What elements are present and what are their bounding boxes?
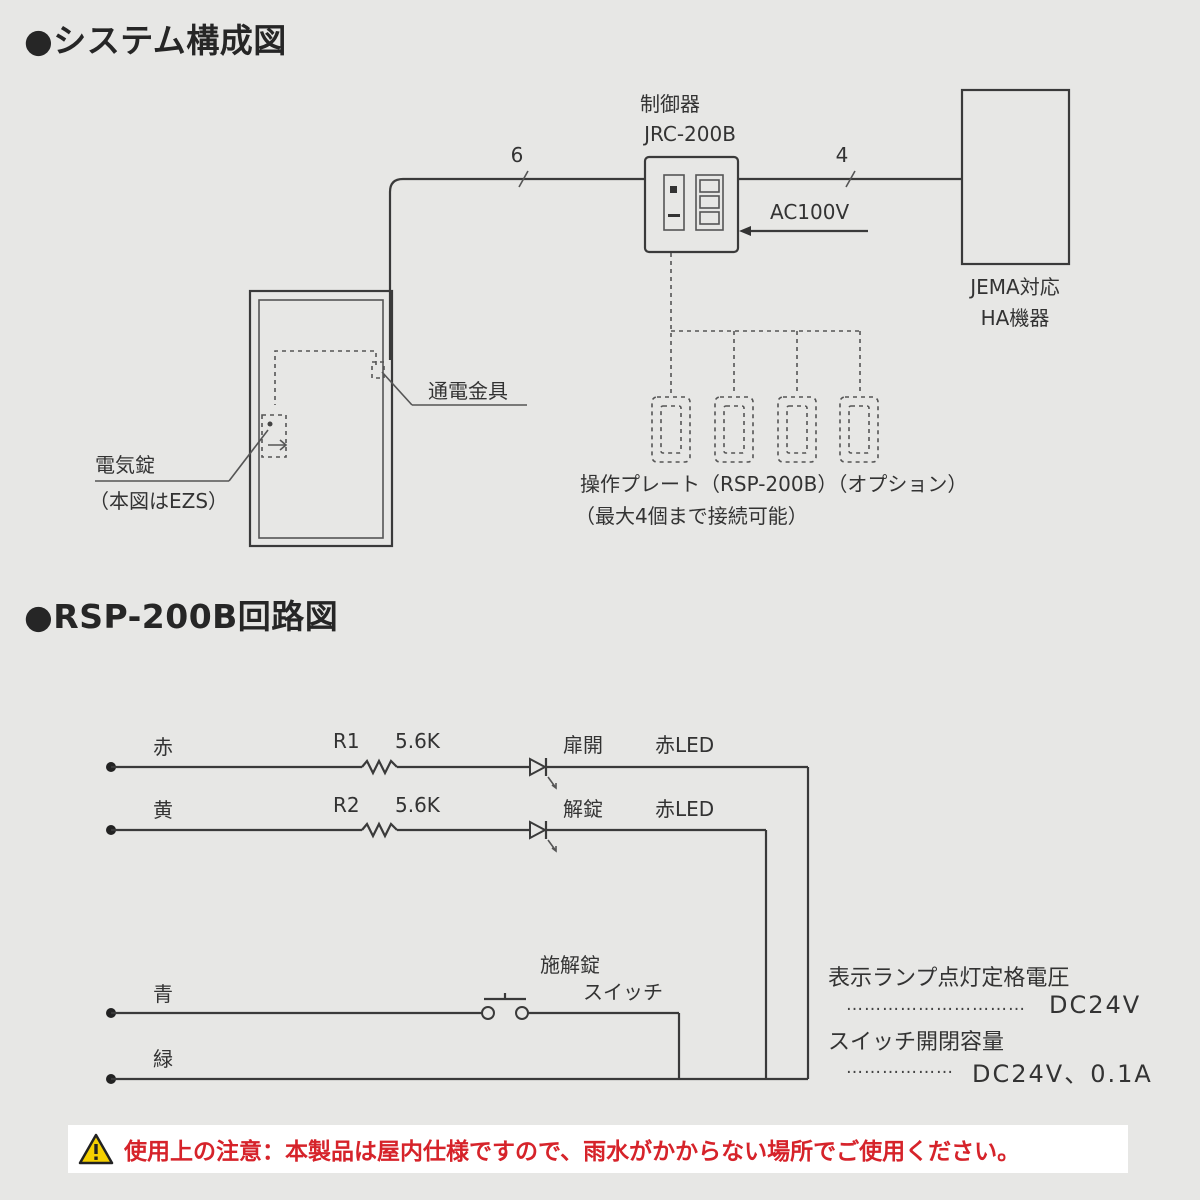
spec2-label: スイッチ開閉容量 (828, 1030, 1005, 1055)
led1-type: 赤LED (655, 733, 715, 757)
electric-lock-note: （本図はEZS） (89, 489, 229, 513)
spec1-label: 表示ランプ点灯定格電圧 (828, 966, 1070, 991)
led2-type: 赤LED (655, 797, 715, 821)
operation-plate-3 (777, 396, 817, 463)
controller-name: 制御器 (640, 92, 700, 116)
circuit-diagram-title: ●RSP-200B回路図 (24, 597, 339, 636)
door-frame (248, 289, 394, 548)
operation-plate-label: 操作プレート（RSP-200B）（オプション） (580, 472, 968, 496)
switch-label-2: スイッチ (583, 980, 663, 1004)
hinge-leader (381, 371, 413, 406)
cable-tick-4 (845, 170, 856, 188)
warning-icon (78, 1133, 114, 1165)
lock-leader (228, 429, 269, 482)
controller-box (643, 155, 740, 254)
power-arrow-icon (739, 226, 751, 236)
system-diagram-title: ●システム構成図 (24, 21, 287, 60)
cable-door-controller (388, 177, 644, 360)
operation-plate-1 (651, 396, 691, 463)
operation-plate-4 (839, 396, 879, 463)
led1-label: 扉開 (563, 733, 603, 757)
circuit-diagram (106, 757, 810, 1084)
r2-name: R2 (333, 793, 360, 817)
caution-text: 使用上の注意：本製品は屋内仕様ですので、雨水がかからない場所でご使用ください。 (124, 1139, 1021, 1165)
led2-label: 解錠 (563, 797, 603, 821)
cable-count-right: 4 (835, 143, 849, 167)
spec1-dots: ………………………… (846, 995, 1026, 1015)
controller-switch-left (663, 174, 685, 231)
led-2 (529, 820, 557, 853)
lock-switch (481, 993, 529, 1020)
switch-label-1: 施解錠 (540, 953, 600, 977)
hinge-fitting-icon (371, 361, 385, 379)
door-inner (258, 299, 384, 539)
resistor-r1 (361, 758, 398, 776)
controller-model: JRC-200B (644, 122, 736, 146)
power-label: AC100V (770, 200, 850, 224)
operation-plate-2 (714, 396, 754, 463)
r2-value: 5.6K (395, 793, 440, 817)
operation-plate-note: （最大4個まで接続可能） (575, 504, 808, 528)
caution-bar: 使用上の注意：本製品は屋内仕様ですので、雨水がかからない場所でご使用ください。 (68, 1125, 1128, 1173)
system-diagram (95, 88, 1071, 548)
wire-red-label: 赤 (153, 735, 173, 759)
spec1-value: DC24V (1049, 991, 1142, 1019)
ha-device-box (960, 88, 1071, 266)
door-internal-wiring (274, 350, 377, 405)
cable-count-left: 6 (510, 143, 524, 167)
controller-switch-right (695, 174, 724, 231)
cable-tick-6 (518, 170, 529, 188)
electric-lock-icon (261, 414, 287, 458)
ha-device-label-2: HA機器 (980, 306, 1050, 330)
ha-device-label-1: JEMA対応 (970, 275, 1060, 299)
wire-blue-label: 青 (153, 982, 173, 1006)
wire-green-label: 緑 (153, 1047, 173, 1071)
spec2-value: DC24V、0.1A (972, 1060, 1153, 1088)
spec2-dots: ……………… (846, 1058, 954, 1078)
hinge-fitting-label: 通電金具 (428, 379, 508, 403)
r1-value: 5.6K (395, 729, 440, 753)
led-1 (529, 757, 557, 790)
resistor-r2 (361, 821, 398, 839)
r1-name: R1 (333, 729, 360, 753)
electric-lock-label: 電気錠 (95, 453, 155, 477)
wire-yellow-label: 黄 (153, 798, 173, 822)
